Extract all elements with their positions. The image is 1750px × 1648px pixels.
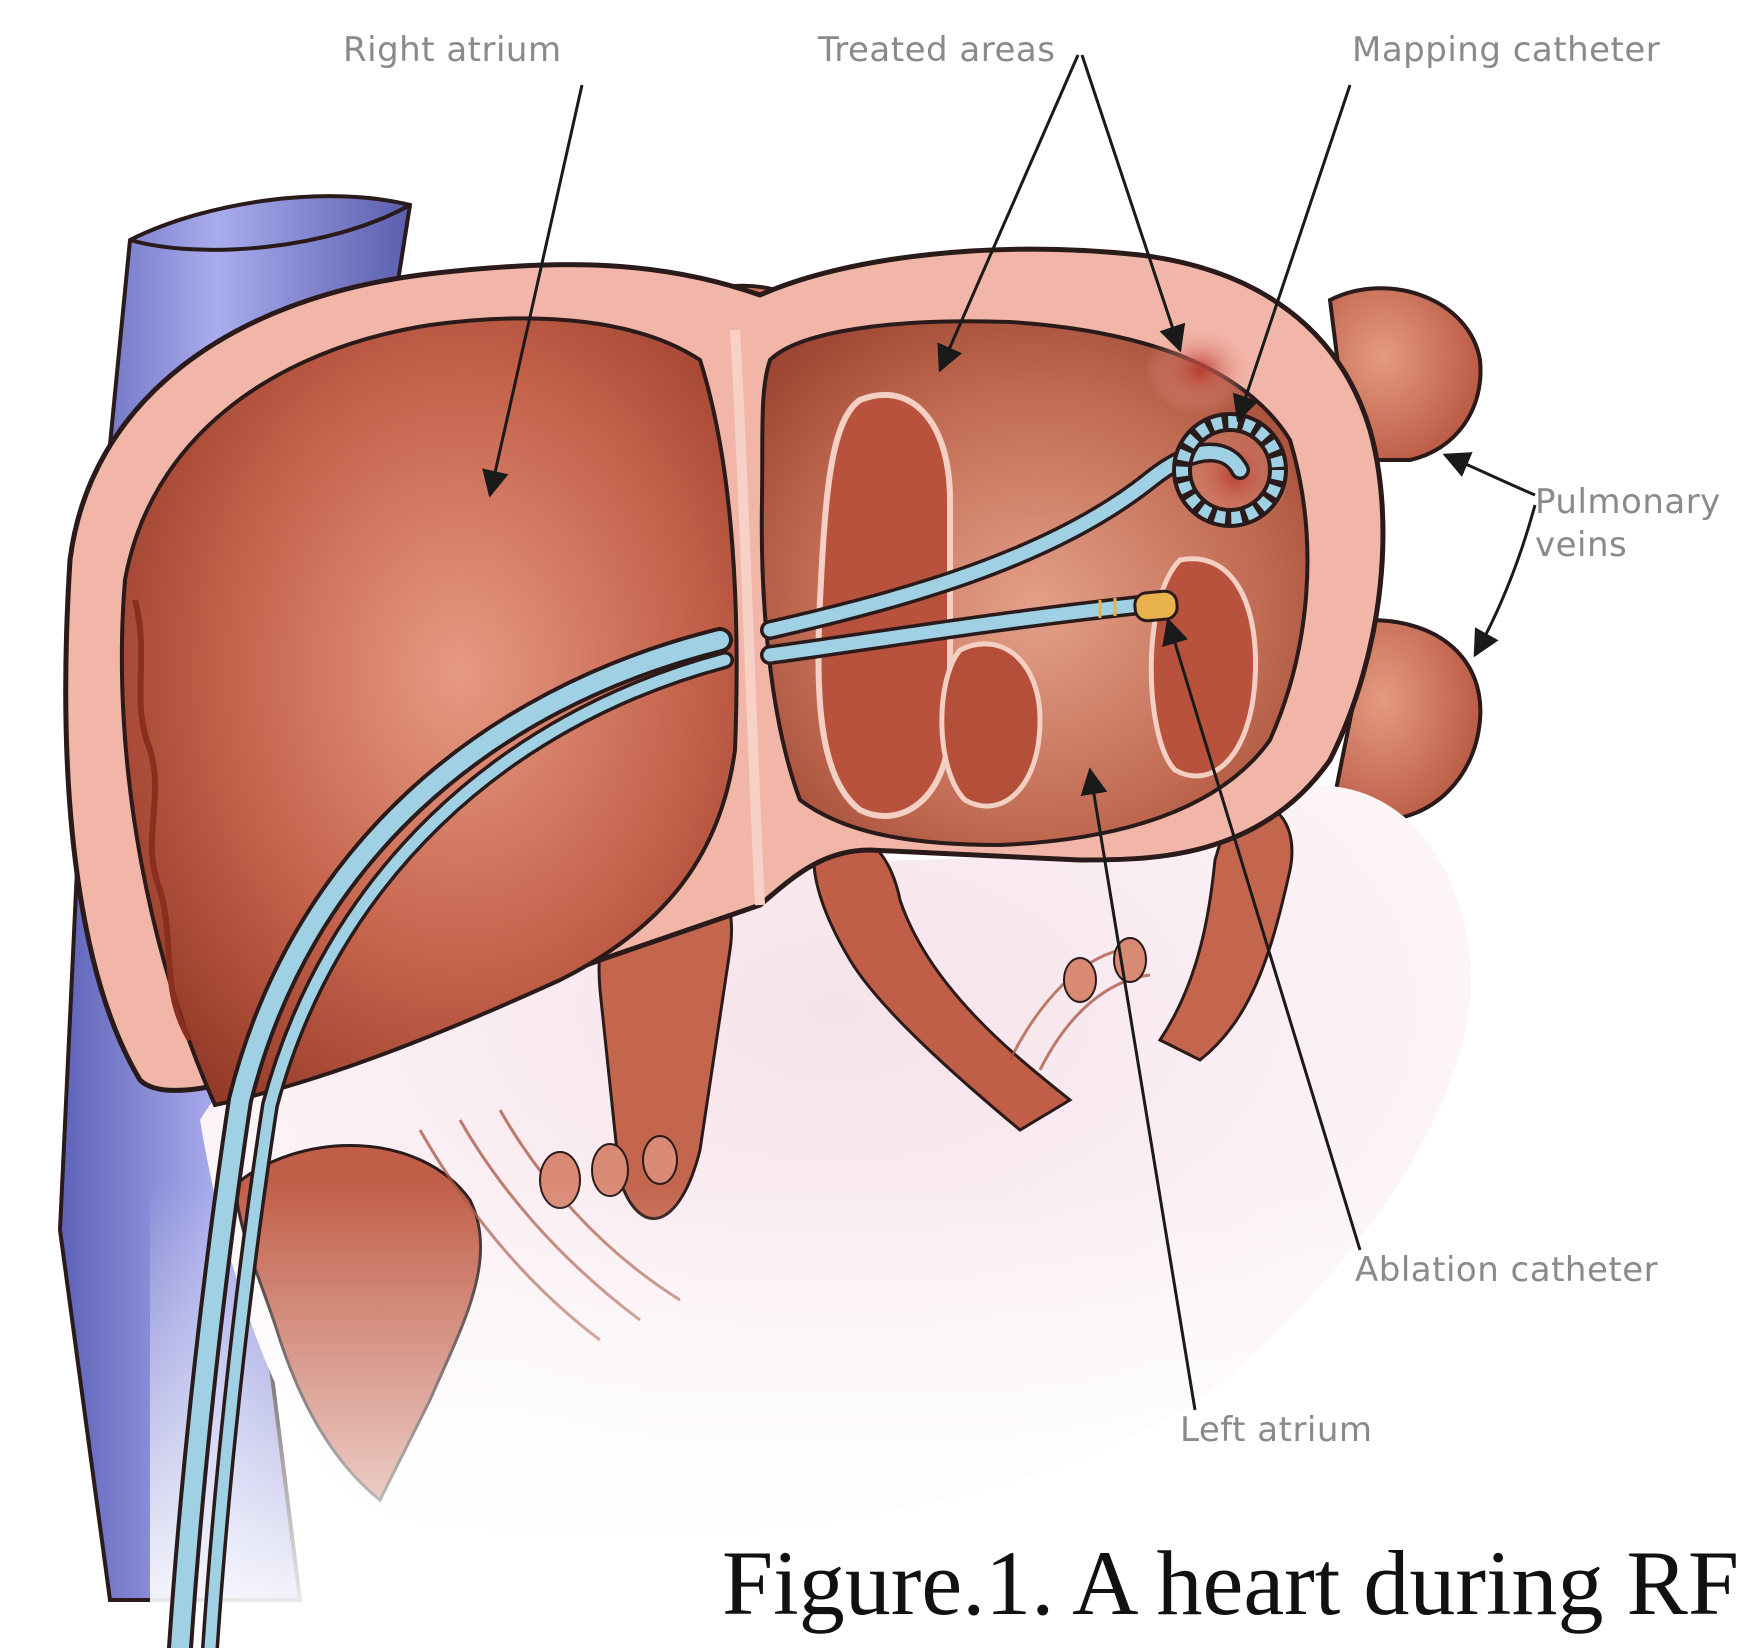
arrow-pulmonary-top: [1445, 455, 1535, 495]
arrow-pulmonary-bottom: [1475, 505, 1535, 655]
label-ablation-catheter: Ablation catheter: [1355, 1250, 1658, 1290]
figure-caption: Figure.1. A heart during RF: [722, 1530, 1739, 1636]
left-atrium-chamber: [762, 321, 1308, 845]
label-pulmonary: Pulmonary: [1535, 482, 1721, 522]
label-right-atrium: Right atrium: [343, 30, 562, 70]
label-mapping-catheter: Mapping catheter: [1352, 30, 1660, 70]
label-veins: veins: [1535, 525, 1627, 565]
label-left-atrium: Left atrium: [1180, 1410, 1373, 1450]
label-treated-areas: Treated areas: [818, 30, 1055, 70]
